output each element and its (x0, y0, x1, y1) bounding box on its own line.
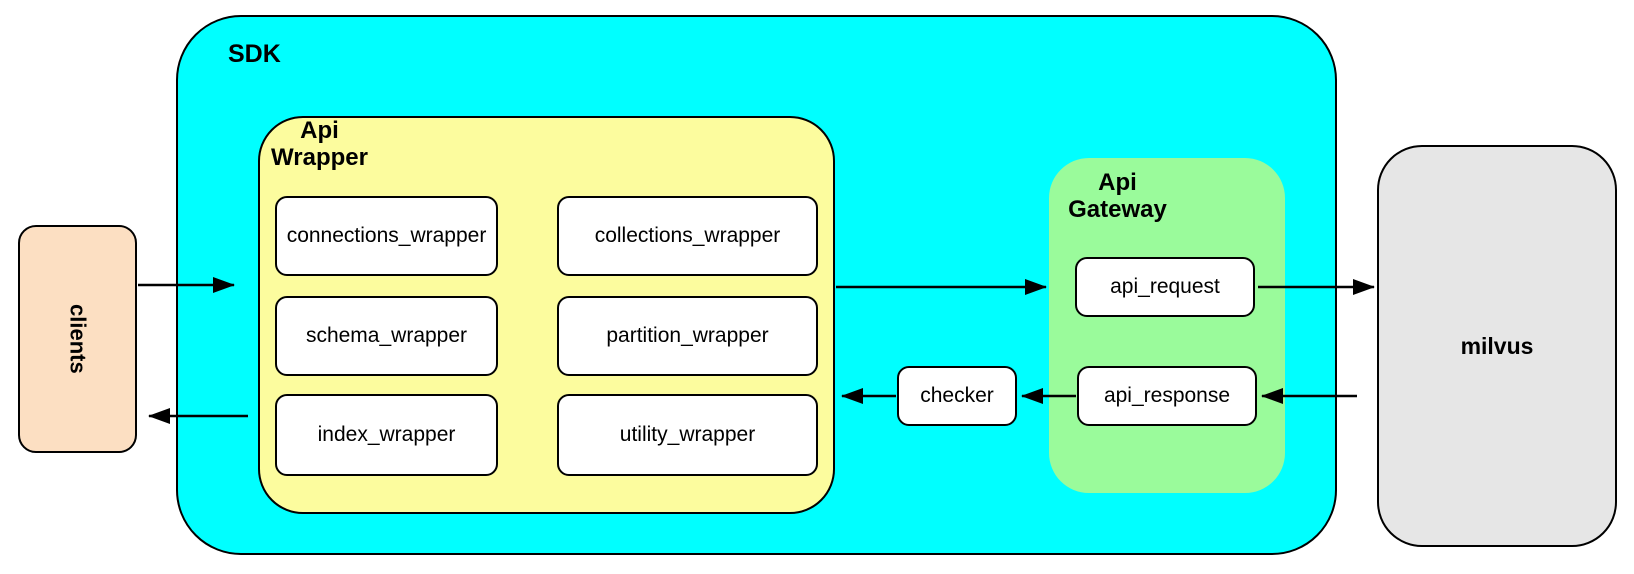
node-utility-wrapper: utility_wrapper (557, 394, 818, 476)
sdk-label: SDK (228, 40, 281, 68)
api-wrapper-label: Api Wrapper (271, 117, 368, 171)
node-checker: checker (897, 366, 1017, 426)
node-schema-wrapper-label: schema_wrapper (305, 324, 468, 347)
node-clients-label: clients (65, 304, 91, 374)
node-utility-wrapper-label: utility_wrapper (619, 423, 756, 446)
node-schema-wrapper: schema_wrapper (275, 296, 498, 376)
node-collections-wrapper-label: collections_wrapper (594, 224, 781, 247)
node-api-request-label: api_request (1110, 275, 1220, 298)
node-collections-wrapper: collections_wrapper (557, 196, 818, 276)
node-index-wrapper-label: index_wrapper (317, 423, 456, 446)
node-index-wrapper: index_wrapper (275, 394, 498, 476)
node-milvus-label: milvus (1460, 332, 1534, 359)
node-checker-label: checker (920, 384, 994, 407)
node-milvus: milvus (1377, 145, 1617, 547)
node-api-response-label: api_response (1103, 384, 1231, 407)
api-gateway-label: Api Gateway (1068, 169, 1167, 223)
node-api-response: api_response (1077, 366, 1257, 426)
node-connections-wrapper-label: connections_wrapper (286, 224, 487, 247)
node-api-request: api_request (1075, 257, 1255, 317)
node-partition-wrapper-label: partition_wrapper (606, 324, 769, 347)
api-gateway-container (1049, 158, 1285, 493)
node-clients: clients (18, 225, 137, 453)
node-connections-wrapper: connections_wrapper (275, 196, 498, 276)
node-partition-wrapper: partition_wrapper (557, 296, 818, 376)
